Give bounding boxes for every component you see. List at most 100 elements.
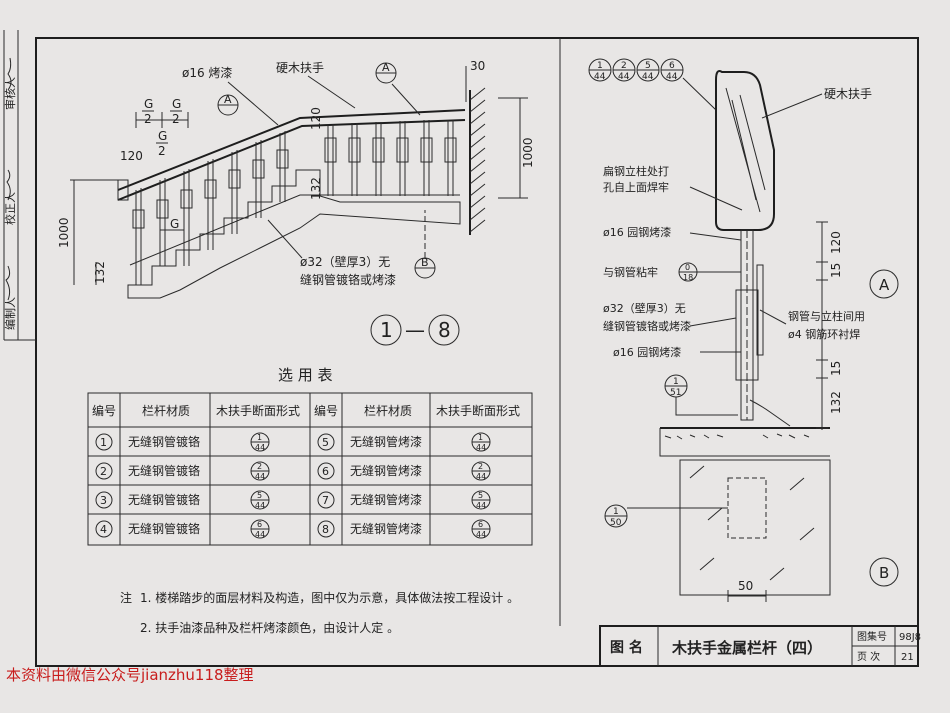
label-pipe-right-1: ø32（壁厚3）无 <box>603 301 686 315</box>
svg-text:120: 120 <box>829 231 843 254</box>
handrail-end <box>117 179 129 201</box>
svg-text:1: 1 <box>257 433 262 442</box>
leader-line <box>227 81 279 126</box>
svg-text:G: G <box>144 97 153 111</box>
label-handrail-right: 硬木扶手 <box>824 86 872 101</box>
svg-text:50: 50 <box>738 579 753 593</box>
svg-text:30: 30 <box>470 59 485 73</box>
svg-text:44: 44 <box>476 443 486 452</box>
svg-text:120: 120 <box>120 149 143 163</box>
svg-text:1000: 1000 <box>57 217 71 248</box>
leader-line <box>761 93 823 119</box>
atlas-label: 图集号 <box>857 630 887 643</box>
drawing-title: 木扶手金属栏杆（四） <box>671 639 822 657</box>
range-end-circle <box>428 314 460 346</box>
table-header-no-2: 编号 <box>314 403 338 418</box>
leader-line <box>689 232 742 241</box>
leader-line <box>307 75 356 109</box>
svg-text:6: 6 <box>669 61 675 71</box>
svg-text:132: 132 <box>829 391 843 414</box>
svg-text:无缝钢管镀铬: 无缝钢管镀铬 <box>128 492 200 507</box>
table-header-no-1: 编号 <box>92 403 116 418</box>
svg-text:44: 44 <box>255 530 265 539</box>
table-header-section-2: 木扶手断面形式 <box>436 403 520 418</box>
table-title: 选 用 表 <box>278 366 333 384</box>
svg-text:50: 50 <box>610 518 622 528</box>
svg-text:5: 5 <box>257 491 262 500</box>
svg-text:A: A <box>879 276 890 294</box>
svg-text:44: 44 <box>255 472 265 481</box>
weld-note-1: 钢管与立柱间用 <box>788 309 865 323</box>
svg-text:无缝钢管镀铬: 无缝钢管镀铬 <box>128 434 200 449</box>
svg-text:6: 6 <box>257 520 262 529</box>
signature-mark <box>5 265 11 301</box>
range-start: 1 <box>380 318 393 342</box>
svg-text:44: 44 <box>594 72 606 82</box>
table-header-material-2: 栏杆材质 <box>364 403 412 418</box>
svg-text:4: 4 <box>100 523 107 536</box>
stair-flight <box>127 169 461 299</box>
notes-prefix: 注 <box>120 590 132 605</box>
svg-text:1000: 1000 <box>521 137 535 168</box>
selection-table: 选 用 表 编号 栏杆材质 木扶手断面形式 编号 栏杆材质 木扶手断面形式 1 … <box>87 366 533 546</box>
side-strip-compiler: 编制人 <box>3 297 17 330</box>
side-strip-reviewer: 审核人 <box>3 77 17 110</box>
svg-text:120: 120 <box>309 107 323 130</box>
leader-line <box>689 317 737 327</box>
svg-text:132: 132 <box>93 261 107 284</box>
label-round-bar: ø16 园钢烤漆 <box>603 225 671 239</box>
section-marker-a-2-label: A <box>224 93 232 106</box>
label-round-bar-2: ø16 园钢烤漆 <box>613 345 681 359</box>
svg-text:1: 1 <box>478 433 483 442</box>
svg-text:6: 6 <box>478 520 483 529</box>
signature-mark <box>6 169 11 201</box>
svg-text:2: 2 <box>158 144 166 158</box>
svg-text:2: 2 <box>621 61 627 71</box>
pipe-note-line1: ø32（壁厚3）无 <box>300 254 390 269</box>
leader-line <box>267 219 303 259</box>
side-strip-proofreader: 校正人 <box>3 192 17 225</box>
stair-elevation: ø16 烤漆 硬木扶手 A A B G 2 G 2 G 2 <box>57 59 535 346</box>
weld-note-2: ø4 钢筋环衬焊 <box>788 327 860 341</box>
svg-text:2: 2 <box>257 462 262 471</box>
side-strip: 编制人 校正人 审核人 <box>3 30 36 341</box>
svg-text:无缝钢管烤漆: 无缝钢管烤漆 <box>350 463 422 478</box>
label-pipe-right-2: 缝钢管镀铬或烤漆 <box>603 319 691 333</box>
svg-text:44: 44 <box>666 72 678 82</box>
svg-text:44: 44 <box>476 530 486 539</box>
detail-mark-a <box>869 269 899 299</box>
table-header-section-1: 木扶手断面形式 <box>216 403 300 418</box>
handrail-line <box>117 109 466 191</box>
label-glue: 与钢管粘牢 <box>603 265 658 279</box>
svg-text:无缝钢管镀铬: 无缝钢管镀铬 <box>128 521 200 536</box>
svg-text:15: 15 <box>829 263 843 278</box>
wood-grain <box>725 87 766 213</box>
detail-mark-b <box>869 557 899 587</box>
watermark-text: 本资料由微信公众号jianzhu118整理 <box>6 666 254 684</box>
sloped-balusters <box>132 131 289 285</box>
svg-text:2: 2 <box>172 112 180 126</box>
svg-text:无缝钢管烤漆: 无缝钢管烤漆 <box>350 434 422 449</box>
svg-text:1: 1 <box>673 377 679 387</box>
svg-text:1: 1 <box>613 507 619 517</box>
table-row: 4 无缝钢管镀铬 6 44 8 无缝钢管烤漆 6 44 <box>95 519 491 539</box>
svg-text:15: 15 <box>829 361 843 376</box>
flat-balusters <box>324 120 457 196</box>
table-header-material-1: 栏杆材质 <box>142 403 190 418</box>
label-handrail: 硬木扶手 <box>276 60 324 75</box>
svg-text:132: 132 <box>309 177 323 200</box>
svg-text:8: 8 <box>322 523 329 536</box>
svg-text:44: 44 <box>476 472 486 481</box>
section-marker-a-label: A <box>382 61 390 74</box>
reference-circles: 1 44 2 44 5 44 6 44 <box>588 58 717 111</box>
svg-text:2: 2 <box>144 112 152 126</box>
range-dash: — <box>405 318 425 342</box>
handrail-profile <box>715 70 775 231</box>
table-row: 1 无缝钢管镀铬 1 44 5 无缝钢管烤漆 1 44 <box>95 432 491 452</box>
dim-left-1000: 1000 120 132 <box>57 149 143 285</box>
title-label: 图 名 <box>610 639 643 656</box>
note-flat-bar-2: 孔自上面焊牢 <box>603 180 669 194</box>
svg-text:G: G <box>170 217 179 231</box>
